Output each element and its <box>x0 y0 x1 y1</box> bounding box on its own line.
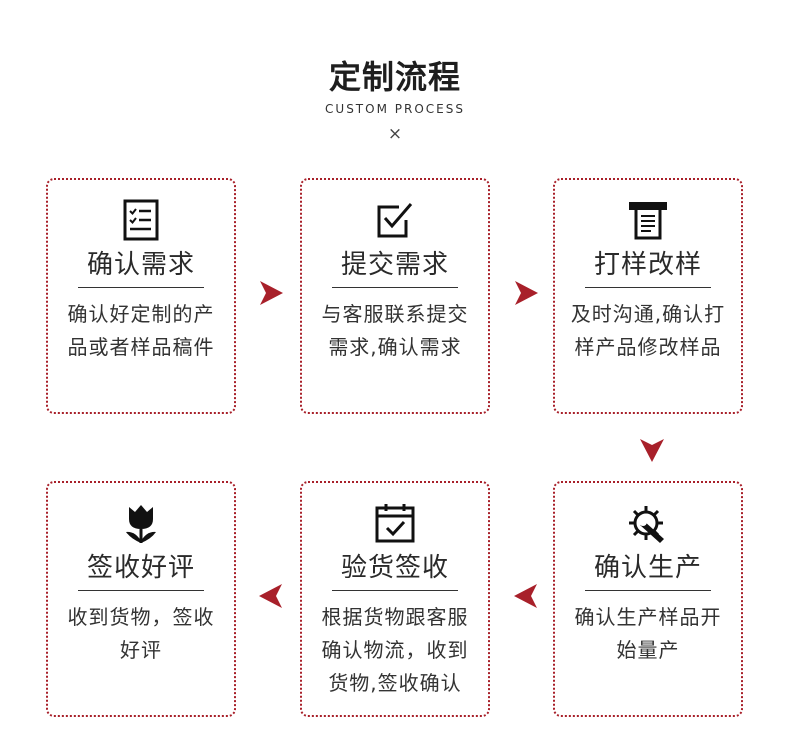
step-description: 确认好定制的产品或者样品稿件 <box>67 302 215 359</box>
step-title: 确认生产 <box>593 553 702 583</box>
arrow-left-icon <box>513 583 539 609</box>
title-underline <box>332 287 458 288</box>
step-card-production: 确认生产 确认生产样品开始量产 <box>553 481 743 717</box>
step-title: 签收好评 <box>86 553 195 583</box>
step-card-review: 签收好评 收到货物，签收好评 <box>46 481 236 717</box>
title-underline <box>78 287 204 288</box>
title-underline <box>332 590 458 591</box>
arrow-left-icon <box>258 583 284 609</box>
gear-wrench-icon <box>555 501 741 545</box>
page-subtitle: CUSTOM PROCESS <box>325 102 465 116</box>
step-card-confirm-requirements: 确认需求 确认好定制的产品或者样品稿件 <box>46 178 236 414</box>
checklist-icon <box>48 198 234 242</box>
printer-icon <box>555 198 741 242</box>
step-description: 与客服联系提交需求,确认需求 <box>321 302 469 359</box>
title-underline <box>585 287 711 288</box>
step-description: 及时沟通,确认打样产品修改样品 <box>570 302 726 359</box>
arrow-right-icon <box>513 280 539 306</box>
step-card-inspection: 验货签收 根据货物跟客服确认物流，收到货物,签收确认 <box>300 481 490 717</box>
title-underline <box>585 590 711 591</box>
step-description: 确认生产样品开始量产 <box>574 605 722 662</box>
title-underline <box>78 590 204 591</box>
arrow-down-icon <box>639 437 665 463</box>
step-title: 确认需求 <box>86 250 195 280</box>
checkbox-icon <box>302 198 488 242</box>
step-title: 提交需求 <box>340 250 449 280</box>
step-card-sampling: 打样改样 及时沟通,确认打样产品修改样品 <box>553 178 743 414</box>
step-title: 打样改样 <box>593 250 702 280</box>
calendar-check-icon <box>302 501 488 545</box>
step-title: 验货签收 <box>340 553 449 583</box>
step-description: 根据货物跟客服确认物流，收到货物,签收确认 <box>321 605 469 695</box>
step-card-submit-requirements: 提交需求 与客服联系提交需求,确认需求 <box>300 178 490 414</box>
page-title: 定制流程 <box>328 58 461 96</box>
close-icon: × <box>387 124 403 144</box>
step-description: 收到货物，签收好评 <box>67 605 215 662</box>
arrow-right-icon <box>258 280 284 306</box>
tulip-icon <box>48 501 234 545</box>
